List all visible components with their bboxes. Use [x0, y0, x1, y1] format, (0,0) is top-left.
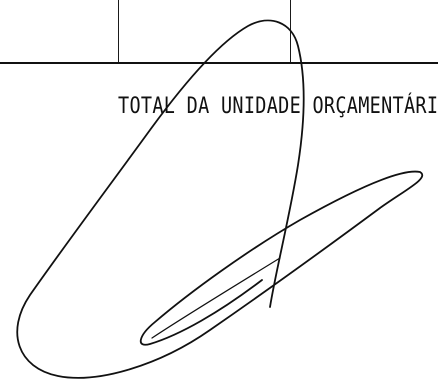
table-column-divider-left — [118, 0, 119, 62]
total-label: TOTAL DA UNIDADE ORÇAMENTÁRIA — [118, 94, 438, 119]
table-row-rule — [0, 62, 438, 64]
